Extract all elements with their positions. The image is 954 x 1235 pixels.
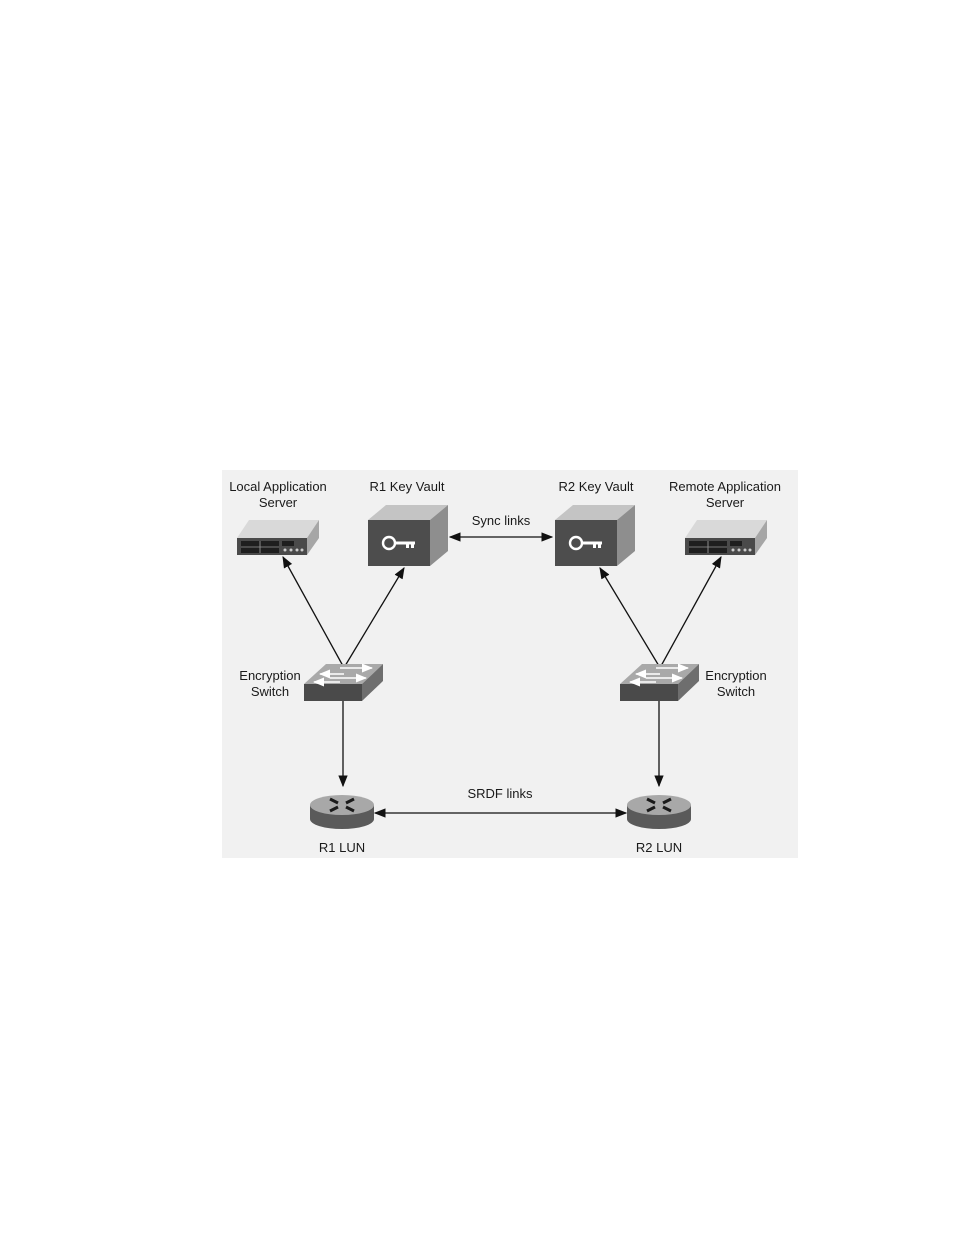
r1-lun-icon: [310, 795, 374, 829]
remote-application-server-label: Remote Application Server: [660, 479, 790, 511]
r2-lun-label-text: R2 LUN: [619, 840, 699, 856]
r1-key-vault-label: R1 Key Vault: [357, 479, 457, 495]
r2-lun-label: R2 LUN: [619, 840, 699, 856]
left-encryption-switch-icon: [304, 664, 383, 701]
r2-lun-icon: [627, 795, 691, 829]
link-left-switch-to-r1-vault: [345, 568, 404, 666]
remote-application-server-label-line2: Server: [660, 495, 790, 511]
right-encryption-switch-icon: [620, 664, 699, 701]
r2-key-vault-label-text: R2 Key Vault: [546, 479, 646, 495]
r2-key-vault-icon: [555, 505, 635, 566]
srdf-links-label: SRDF links: [450, 786, 550, 802]
left-encryption-switch-label-line2: Switch: [228, 684, 312, 700]
link-right-switch-to-r2-vault: [600, 568, 659, 666]
remote-application-server-label-line1: Remote Application: [660, 479, 790, 495]
local-application-server-label-line2: Server: [218, 495, 338, 511]
r2-key-vault-label: R2 Key Vault: [546, 479, 646, 495]
remote-application-server-icon: [685, 520, 767, 555]
r1-lun-label: R1 LUN: [302, 840, 382, 856]
local-application-server-label: Local Application Server: [218, 479, 338, 511]
local-application-server-label-line1: Local Application: [218, 479, 338, 495]
r1-lun-label-text: R1 LUN: [302, 840, 382, 856]
left-encryption-switch-label: Encryption Switch: [228, 668, 312, 700]
right-encryption-switch-label-line1: Encryption: [694, 668, 778, 684]
r1-key-vault-icon: [368, 505, 448, 566]
r1-key-vault-label-text: R1 Key Vault: [357, 479, 457, 495]
link-right-switch-to-remote-server: [661, 557, 721, 666]
local-application-server-icon: [237, 520, 319, 555]
right-encryption-switch-label: Encryption Switch: [694, 668, 778, 700]
srdf-links-label-text: SRDF links: [450, 786, 550, 802]
link-left-switch-to-local-server: [283, 557, 343, 666]
left-encryption-switch-label-line1: Encryption: [228, 668, 312, 684]
sync-links-label-text: Sync links: [455, 513, 547, 529]
sync-links-label: Sync links: [455, 513, 547, 529]
right-encryption-switch-label-line2: Switch: [694, 684, 778, 700]
